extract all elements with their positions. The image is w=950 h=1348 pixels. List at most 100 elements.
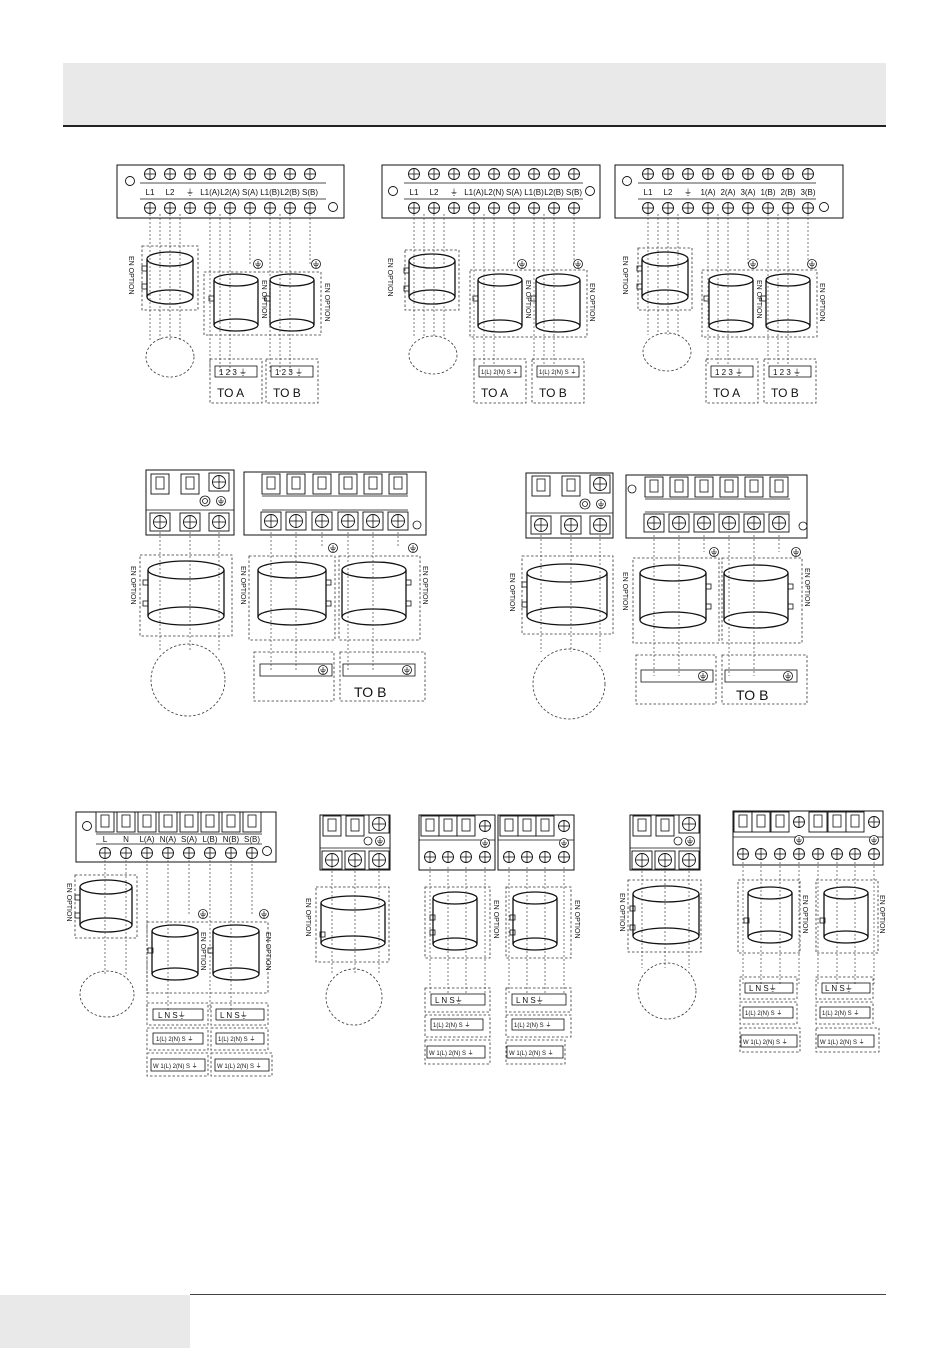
ground-icon [198, 909, 208, 919]
terminal-label: L1(B) [260, 188, 280, 197]
outdoor-unit-b-box [721, 654, 808, 705]
connection-cable-box [146, 921, 269, 994]
terminal-screws-bottom [144, 202, 316, 214]
ground-icon [311, 259, 321, 269]
conn-b-w-box [505, 1039, 566, 1065]
outdoor-unit-b-box [763, 358, 817, 404]
connector-a-label: 1 2 3 ⏚ [715, 368, 743, 377]
terminal-label: L2(N) [484, 188, 504, 197]
ground-icon [517, 259, 527, 269]
en-option-label: EN OPTION [818, 283, 825, 322]
conn-a-lns-label: L N S⏚ [435, 996, 463, 1005]
terminal-label: L2 [664, 188, 673, 197]
mounting-hole [622, 176, 632, 186]
en-option-label: EN OPTION [588, 283, 595, 322]
ground-icon [480, 838, 490, 848]
mounting-hole [125, 176, 135, 186]
breaker [325, 968, 383, 1026]
ground-icon [559, 838, 569, 848]
conn-b-w-label: W 1(L) 2(N) S ⏚ [820, 1039, 865, 1046]
terminal-label: N [123, 835, 129, 844]
outdoor-unit-b-box [531, 358, 585, 404]
conn-b-lns [215, 1008, 265, 1021]
conn-a-12s [152, 1032, 204, 1045]
mounting-hole [82, 821, 92, 831]
conn-b-12s-label: 1(L) 2(N) S ⏚ [822, 1010, 859, 1017]
en-option-label: EN OPTION [801, 895, 808, 934]
en-option-label: EN OPTION [492, 900, 499, 939]
terminal-label: S(A) [506, 188, 522, 197]
row1-panel1: L1 L2 ⏚ L1(A) L2(A) S(A) L1(B) L2(B) S(B… [116, 164, 345, 404]
terminal-label: 1(A) [700, 188, 715, 197]
conn-b-lns-label: L N S⏚ [825, 984, 853, 993]
row3-panel2: EN OPTION EN OPTION EN OPTION L N S⏚ L N… [304, 814, 580, 1065]
connector-b [768, 365, 812, 378]
outdoor-unit-a-box [705, 358, 759, 404]
ground-icon [318, 665, 328, 675]
cable-a [747, 886, 793, 944]
power-cable [79, 879, 133, 933]
cable-b [341, 561, 407, 626]
terminal-labels: L1 L2 ⏚ L1(A) L2(N) S(A) L1(B) L2(B) S(B… [410, 188, 583, 197]
en-option-label: EN OPTION [127, 256, 134, 295]
terminal-label: N(A) [160, 835, 177, 844]
cable-b [723, 564, 789, 629]
conn-a-w-box [146, 1052, 209, 1077]
to-b-label: TO B [273, 386, 301, 400]
terminal-label: L2(A) [220, 188, 240, 197]
conn-b-lns-box [815, 976, 874, 1000]
conn-a-12s-box [146, 1027, 209, 1051]
outdoor-unit-b-box [339, 651, 426, 702]
cable-a-box [632, 557, 720, 644]
cable-a [477, 273, 523, 333]
conn-a-w-label: W 1(L) 2(N) S ⏚ [743, 1039, 788, 1046]
conn-b-w-label: W 1(L) 2(N) S ⏚ [509, 1050, 554, 1057]
terminal-label: L [103, 835, 108, 844]
conn-a-w [740, 1034, 798, 1048]
conn-b-12s [215, 1032, 265, 1045]
terminal-screws-top [144, 168, 316, 180]
to-a-label: TO A [713, 386, 740, 400]
terminal-screws-bottom [408, 202, 580, 214]
connector-b-label: 1(L) 2(N) S ⏚ [539, 369, 576, 376]
connection-cable-box [701, 269, 818, 338]
power-cable-box [627, 879, 702, 953]
ground-icon [794, 835, 804, 845]
terminal-label: L2(B) [280, 188, 300, 197]
terminal-labels: L1 L2 ⏚ 1(A) 2(A) 3(A) 1(B) 2(B) 3(B) [644, 188, 816, 197]
power-cable [408, 253, 456, 305]
terminal-label: L1 [644, 188, 653, 197]
connector-a [259, 663, 333, 677]
terminal-label: S(B) [566, 188, 582, 197]
to-b-label: TO B [539, 386, 567, 400]
conn-b-lns-label: L N S⏚ [220, 1011, 248, 1020]
terminal-label: S(A) [242, 188, 258, 197]
connector-a [214, 365, 258, 378]
row1-panel2: L1 L2 ⏚ L1(A) L2(N) S(A) L1(B) L2(B) S(B… [381, 164, 601, 404]
power-cable [632, 885, 700, 945]
conn-a-w-box [739, 1027, 801, 1053]
ground-icon [783, 671, 793, 681]
breaker [79, 970, 135, 1018]
terminal-label: S(B) [244, 835, 260, 844]
power-cable-box [139, 554, 233, 637]
power-cable-box [74, 874, 138, 939]
cable-a [708, 273, 754, 333]
terminal-label: L1(B) [524, 188, 544, 197]
ground-icon [573, 259, 583, 269]
en-option-label: EN OPTION [65, 883, 72, 922]
terminal-label: L1(A) [200, 188, 220, 197]
power-cable-box [404, 249, 460, 311]
en-option-label: EN OPTION [803, 568, 810, 607]
row2-panel2: EN OPTION EN OPTION EN OPTION TO B [508, 472, 810, 720]
ground-icon [869, 835, 879, 845]
terminal-label: ⏚ [684, 188, 692, 197]
conn-a-w [150, 1058, 206, 1072]
ground-icon [253, 259, 263, 269]
conn-b-w [817, 1034, 875, 1048]
conn-a-12s-label: 1(L) 2(N) S ⏚ [745, 1010, 782, 1017]
conn-b-lns-label: L N S⏚ [516, 996, 544, 1005]
conn-a-lns-box [424, 987, 491, 1013]
en-option-label: EN OPTION [621, 572, 628, 611]
conn-b-12s-box [815, 1001, 874, 1025]
